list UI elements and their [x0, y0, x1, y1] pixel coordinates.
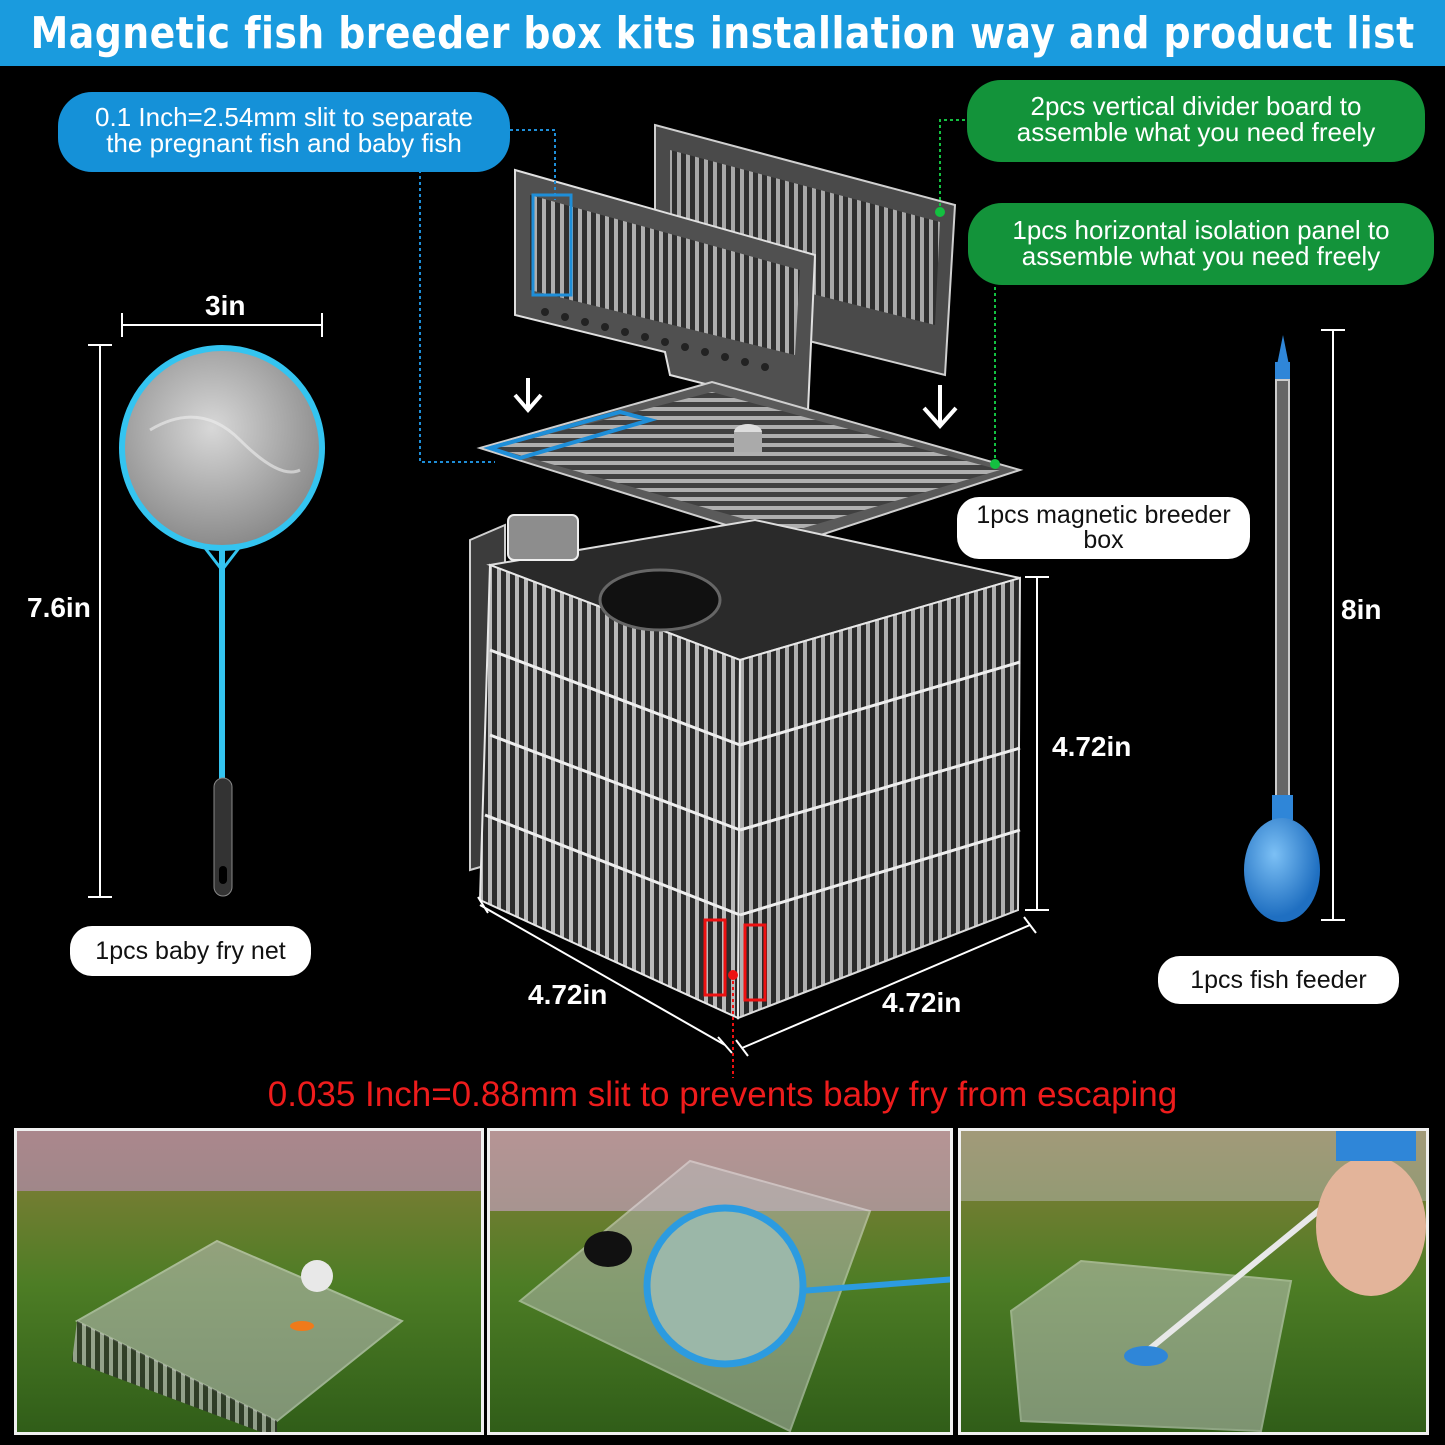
vertical-divider-text-line1: 2pcs vertical divider board to — [1030, 91, 1362, 121]
horizontal-panel-text-line2: assemble what you need freely — [1021, 241, 1381, 271]
net-height-label: 7.6in — [27, 592, 91, 623]
large-slit-text-line1: 0.1 Inch=2.54mm slit to separate — [95, 102, 473, 132]
box-height-label: 4.72in — [1052, 731, 1132, 762]
horizontal-panel-callout: 1pcs horizontal isolation panel to assem… — [968, 203, 1434, 285]
box-depth-label: 4.72in — [528, 979, 608, 1010]
divider-board-front — [514, 168, 817, 412]
box-width-label: 4.72in — [882, 987, 962, 1018]
page-title: Magnetic fish breeder box kits installat… — [30, 7, 1415, 59]
small-slit-note: 0.035 Inch=0.88mm slit to prevents baby … — [267, 1075, 1178, 1114]
photo-feeding — [958, 1128, 1429, 1435]
feeder-height-label: 8in — [1341, 594, 1382, 625]
title-banner: Magnetic fish breeder box kits installat… — [0, 0, 1445, 66]
fish-feeder-label: 1pcs fish feeder — [1158, 956, 1399, 1004]
vertical-divider-text-line2: assemble what you need freely — [1016, 117, 1376, 147]
breeder-box — [469, 514, 1022, 1020]
fish-feeder-label-text: 1pcs fish feeder — [1190, 966, 1367, 994]
fry-net — [119, 345, 325, 897]
photo-breeder-box-in-tank — [14, 1128, 484, 1435]
isolation-panel — [476, 380, 1024, 547]
horizontal-panel-text-line1: 1pcs horizontal isolation panel to — [1012, 215, 1390, 245]
large-slit-callout: 0.1 Inch=2.54mm slit to separate the pre… — [58, 92, 510, 172]
fry-net-label: 1pcs baby fry net — [70, 926, 311, 976]
large-slit-text-line2: the pregnant fish and baby fish — [106, 128, 462, 158]
fry-net-label-text: 1pcs baby fry net — [95, 937, 286, 965]
breeder-box-label: 1pcs magnetic breeder box — [957, 497, 1250, 559]
photo-net-in-box — [487, 1128, 953, 1435]
fish-feeder — [1244, 335, 1320, 922]
net-width-label: 3in — [205, 290, 246, 321]
vertical-divider-callout: 2pcs vertical divider board to assemble … — [967, 80, 1425, 162]
breeder-box-label-line1: 1pcs magnetic breeder — [976, 501, 1231, 529]
dimension-lines — [88, 313, 1345, 1057]
breeder-box-label-line2: box — [1083, 526, 1124, 554]
